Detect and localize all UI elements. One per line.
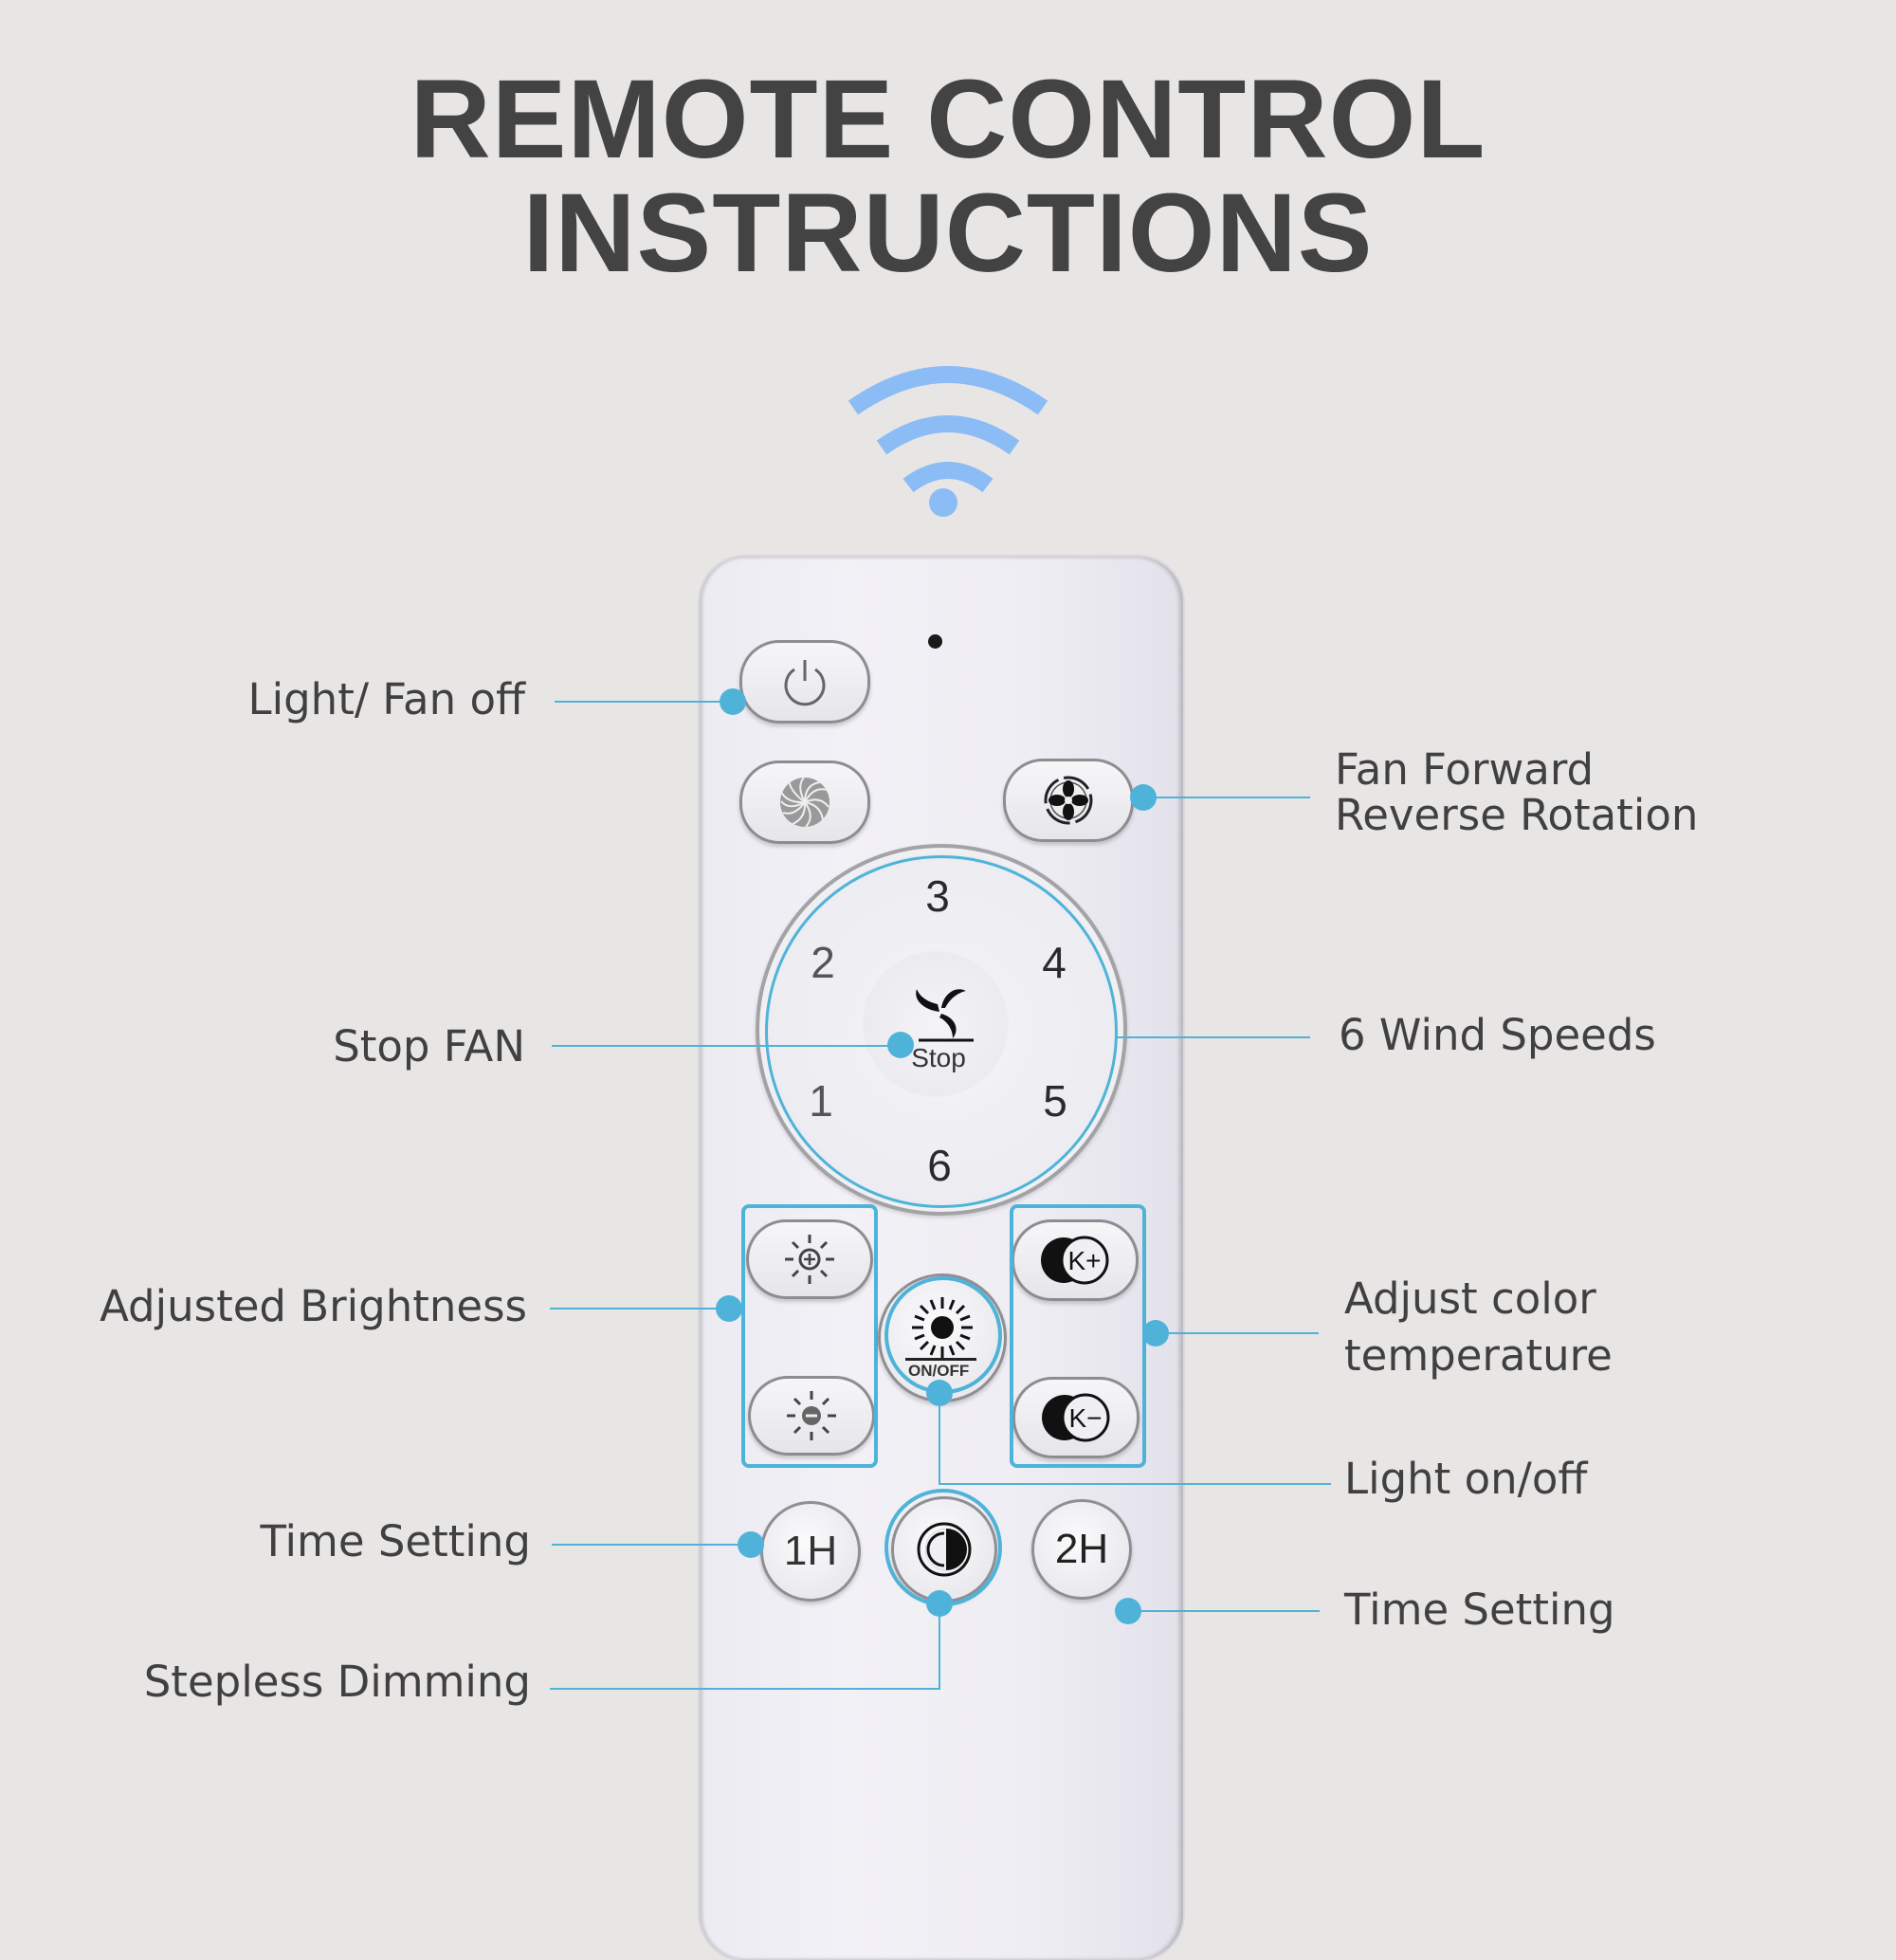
label-color-temp-line2: temperature [1344,1330,1613,1381]
callout-line-fan-direction [1149,797,1310,798]
callout-line-timer-1h [552,1544,751,1546]
label-adjusted-brightness: Adjusted Brightness [100,1281,527,1331]
callout-line-stop [552,1045,902,1047]
color-temp-icon: K+ [1041,1236,1109,1285]
sun-minus-icon [787,1391,836,1440]
timer-1h-button[interactable]: 1H [760,1501,861,1602]
color-temp-icon: K− [1042,1393,1110,1442]
fan-direction-button[interactable] [1003,759,1134,842]
callout-line-dimming [550,1688,940,1690]
label-stepless-dimming: Stepless Dimming [143,1657,531,1707]
fan-reverse-icon [1044,776,1093,825]
light-toggle-highlight [884,1276,1002,1394]
color-temp-up-button[interactable]: K+ [1012,1219,1139,1301]
sun-plus-icon [785,1235,834,1284]
callout-line-brightness [550,1308,730,1310]
color-temp-down-button[interactable]: K− [1012,1377,1139,1458]
label-fan-forward-line2: Reverse Rotation [1335,790,1699,840]
svg-text:K+: K+ [1067,1246,1101,1275]
ir-emitter [928,634,942,649]
brightness-down-button[interactable] [748,1376,875,1456]
power-icon [784,660,826,706]
label-time-setting-right: Time Setting [1344,1584,1615,1635]
page-title-line-2: INSTRUCTIONS [522,171,1374,296]
timer-1h-label: 1H [783,1528,838,1574]
label-wind-speeds: 6 Wind Speeds [1339,1010,1656,1060]
callout-vline-dimming [939,1604,940,1690]
callout-line-color-temp [1161,1332,1319,1334]
brightness-up-button[interactable] [746,1219,873,1299]
label-stop-fan: Stop FAN [333,1021,525,1072]
dimming-highlight [884,1489,1002,1606]
page-title-line-1: REMOTE CONTROL [410,57,1486,182]
label-time-setting-left: Time Setting [260,1516,531,1566]
label-light-on-off: Light on/off [1344,1454,1588,1504]
callout-line-light-toggle [939,1483,1331,1485]
brightness-highlight [741,1204,878,1468]
fan-mode-button[interactable] [739,760,870,844]
label-fan-forward-line1: Fan Forward [1335,744,1595,795]
color-temp-highlight [1010,1204,1146,1468]
callout-line-power [555,701,733,703]
callout-dot-power [720,688,746,715]
callout-dot-brightness [716,1295,742,1322]
timer-2h-label: 2H [1054,1526,1109,1572]
callout-line-wind-speeds [1115,1036,1310,1038]
label-color-temp-line1: Adjust color [1344,1273,1596,1324]
callout-vline-light-toggle [939,1394,940,1485]
svg-text:K−: K− [1068,1403,1102,1433]
wind-speeds-highlight [765,855,1118,1208]
timer-2h-button[interactable]: 2H [1031,1499,1132,1600]
power-button[interactable] [739,640,870,724]
wifi-signal-icon [848,366,1048,517]
fan-swirl-icon [780,777,830,828]
callout-line-timer-2h [1134,1610,1320,1612]
label-light-fan-off: Light/ Fan off [247,674,525,724]
callout-dot-stop [887,1032,914,1058]
callout-dot-timer-1h [738,1531,764,1558]
